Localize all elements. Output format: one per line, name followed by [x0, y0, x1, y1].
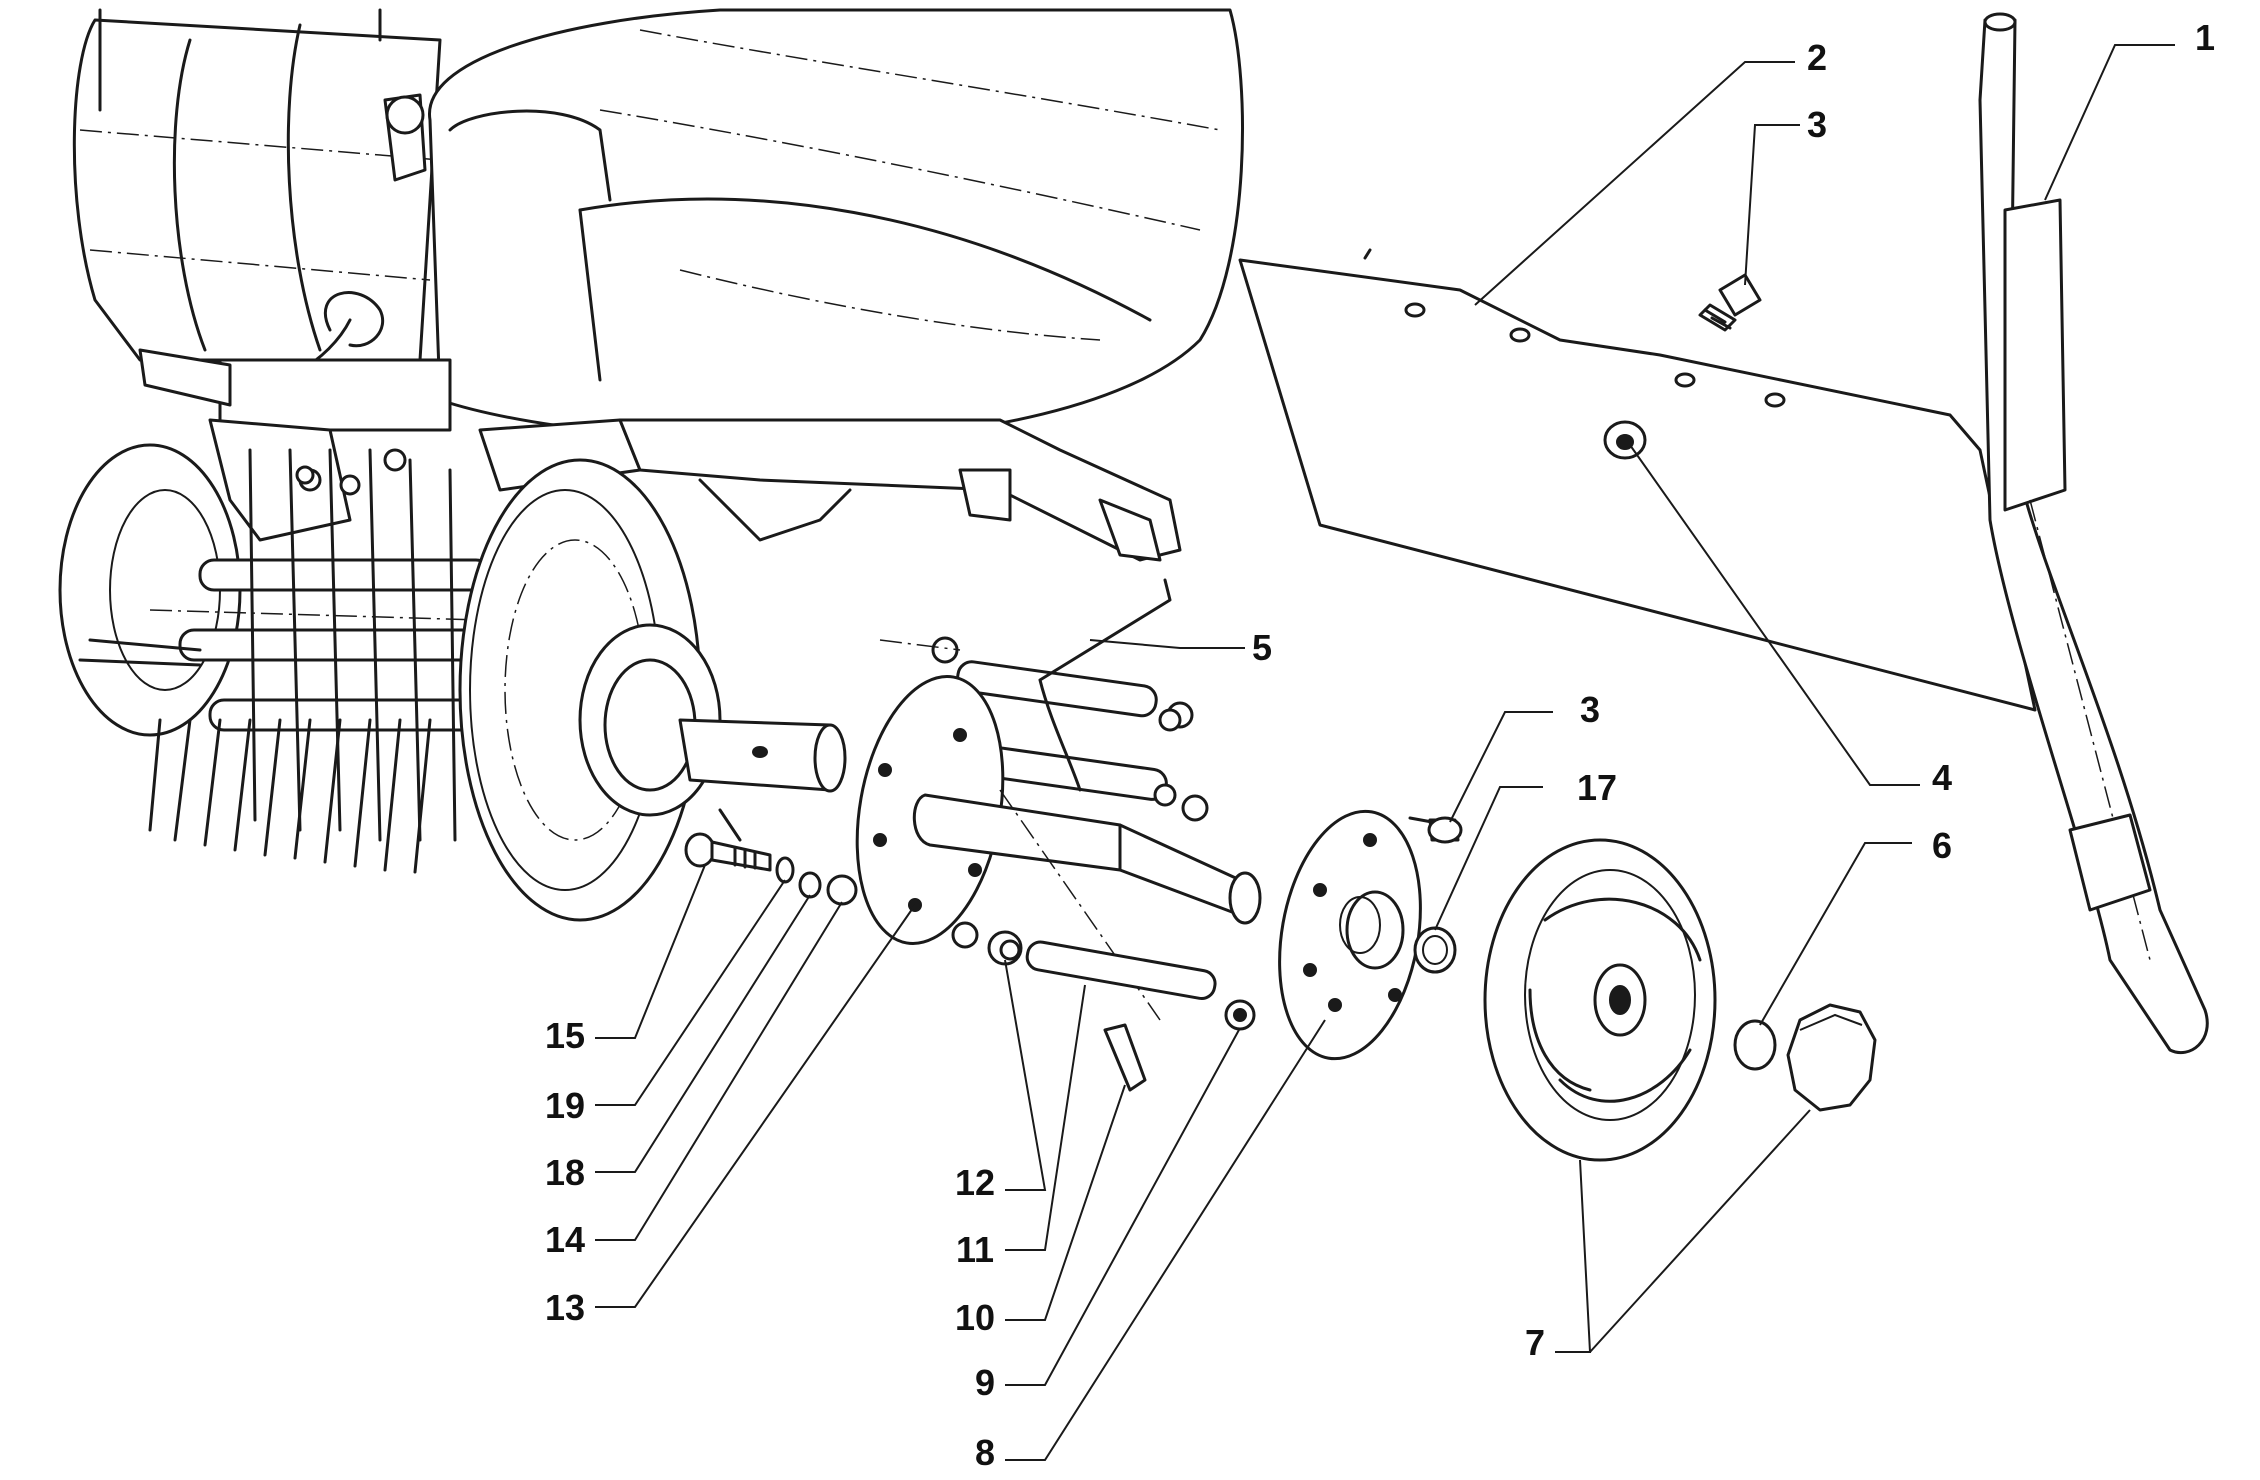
hub-plate-part-8: [1278, 809, 1422, 1061]
rear-flap-part-2: [1238, 248, 2037, 712]
rear-wheel-part-7: [1483, 838, 1717, 1162]
callout-10: 10: [955, 1297, 995, 1338]
callout-14: 14: [545, 1219, 585, 1260]
machine-body: [72, 8, 1244, 562]
washer-part-18: [798, 871, 822, 899]
nut-part-14: [826, 874, 858, 906]
leader-lines: [595, 44, 2175, 1461]
callout-15: 15: [545, 1015, 585, 1056]
bolt-part-15: [684, 832, 772, 872]
callout-17: 17: [1577, 767, 1617, 808]
washer-part-17: [1413, 926, 1457, 974]
callout-3-lower: 3: [1580, 689, 1600, 730]
callout-18: 18: [545, 1152, 585, 1193]
callout-6: 6: [1932, 825, 1952, 866]
callout-12: 12: [955, 1162, 995, 1203]
handle-bar-part-1: [1978, 12, 2209, 1055]
callout-4: 4: [1932, 757, 1952, 798]
tine-rotor-assembly: [58, 443, 847, 922]
callout-7: 7: [1525, 1322, 1545, 1363]
callout-11: 11: [956, 1229, 994, 1270]
nut-part-4: [1603, 420, 1647, 460]
washer-part-19: [775, 856, 795, 884]
lower-pin-parts: [951, 921, 1256, 1092]
callout-9: 9: [975, 1362, 995, 1403]
callout-labels: 1 2 3 4 5 6 3 17 7 8 9 10 11 12 13 14 18…: [545, 17, 2215, 1473]
bolt-part-3-upper: [1698, 273, 1762, 332]
callout-5: 5: [1252, 627, 1272, 668]
pins-part-5: [879, 578, 1209, 822]
spindle-rows: [149, 558, 492, 732]
main-axle: [912, 789, 1262, 1021]
circlip-part-6: [1733, 1019, 1777, 1071]
callout-8: 8: [975, 1432, 995, 1473]
callout-13: 13: [545, 1287, 585, 1328]
bolt-part-3-lower: [1408, 816, 1463, 844]
callout-19: 19: [545, 1085, 585, 1126]
hub-cap: [1786, 1003, 1877, 1112]
callout-2: 2: [1807, 37, 1827, 78]
callout-3-upper: 3: [1807, 104, 1827, 145]
callout-1: 1: [2195, 17, 2215, 58]
tine-fingers: [78, 448, 457, 874]
